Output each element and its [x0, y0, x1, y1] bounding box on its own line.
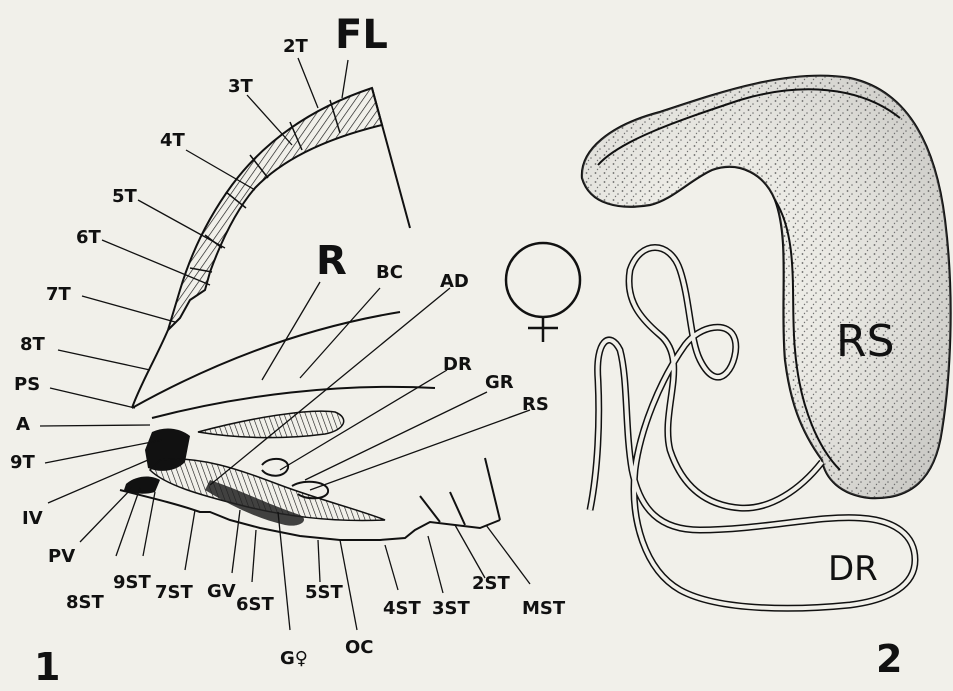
- label-2ST: 2ST: [472, 573, 510, 594]
- label-2T: 2T: [283, 36, 309, 57]
- label-5T: 5T: [112, 186, 138, 207]
- label-Gq: G♀: [280, 648, 308, 669]
- figure-1: FL 2T 3T 4T 5T 6T 7T 8T PS A 9T IV PV 8S…: [10, 12, 580, 689]
- label-BC: BC: [376, 262, 403, 283]
- label-OC: OC: [345, 637, 374, 658]
- label-4T: 4T: [160, 130, 186, 151]
- panel-number-2: 2: [876, 637, 902, 681]
- label-AD: AD: [440, 271, 469, 292]
- label-DR-fig2: DR: [828, 549, 878, 589]
- label-9T: 9T: [10, 452, 36, 473]
- label-R: R: [316, 238, 347, 284]
- label-PV: PV: [48, 546, 75, 567]
- label-FL: FL: [335, 12, 388, 58]
- label-RS: RS: [522, 394, 549, 415]
- label-A: A: [16, 414, 30, 435]
- label-RS-fig2: RS: [836, 316, 895, 367]
- label-GV: GV: [207, 581, 236, 602]
- label-7ST: 7ST: [155, 582, 193, 603]
- label-9ST: 9ST: [113, 572, 151, 593]
- accessory-gland: [198, 411, 344, 438]
- label-6T: 6T: [76, 227, 102, 248]
- label-8ST: 8ST: [66, 592, 104, 613]
- female-symbol-icon: [506, 243, 580, 342]
- figure-2: RS DR 2: [582, 76, 951, 681]
- panel-number-1: 1: [34, 645, 60, 689]
- label-5ST: 5ST: [305, 582, 343, 603]
- label-6ST: 6ST: [236, 594, 274, 615]
- label-GR: GR: [485, 372, 514, 393]
- label-3T: 3T: [228, 76, 254, 97]
- label-7T: 7T: [46, 284, 72, 305]
- label-8T: 8T: [20, 334, 46, 355]
- label-3ST: 3ST: [432, 598, 470, 619]
- label-IV: IV: [22, 508, 43, 529]
- tergite-band: [168, 88, 382, 330]
- label-PS: PS: [14, 374, 40, 395]
- label-MST: MST: [522, 598, 566, 619]
- label-4ST: 4ST: [383, 598, 421, 619]
- label-DR: DR: [443, 354, 472, 375]
